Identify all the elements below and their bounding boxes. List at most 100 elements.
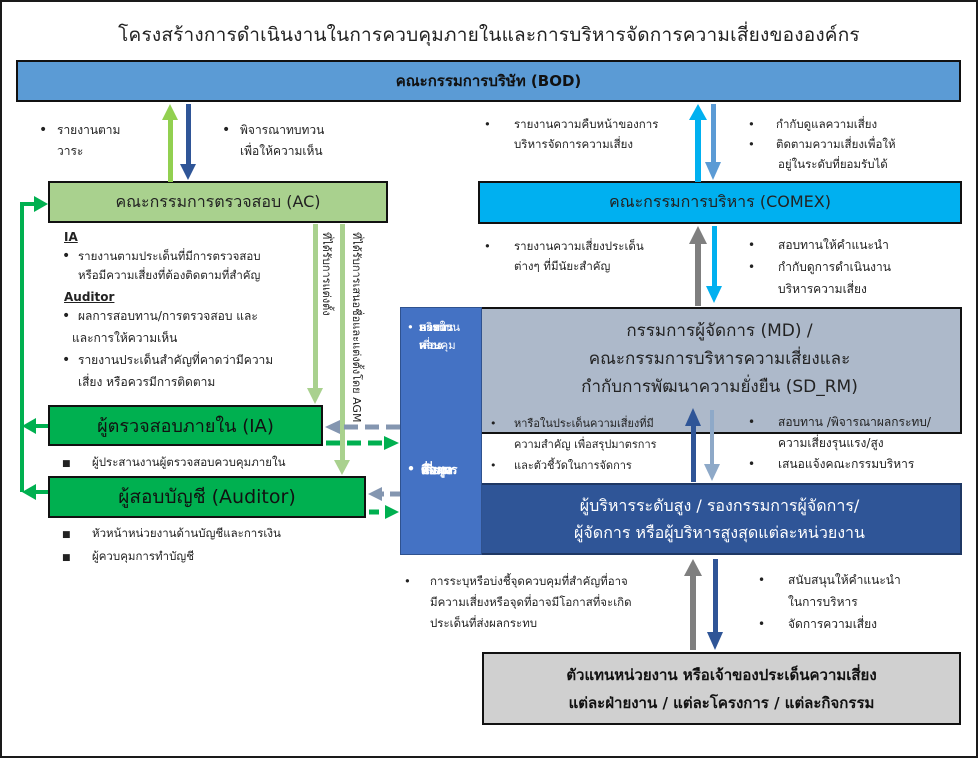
note-item: หัวหน้าหน่วยงานด้านบัญชีและการเงิน	[92, 526, 281, 540]
note-item: ติดตามความเสี่ยงเพื่อให้	[776, 137, 896, 151]
note-item: ประเด็นที่ส่งผลกระทบ	[430, 616, 538, 630]
diagram-title: โครงสร้างการดำเนินงานในการควบคุมภายในและ…	[118, 24, 860, 46]
arrow-ac-to-ia	[307, 224, 323, 404]
owner-line-1: ตัวแทนหน่วยงาน หรือเจ้าของประเด็นความเสี…	[566, 665, 877, 684]
note-item: รายงานประเด็นสำคัญที่คาดว่ามีความ	[58, 349, 273, 371]
auditor-box: ผู้สอบบัญชี (Auditor)	[48, 476, 366, 518]
auditor-header: Auditor	[64, 290, 115, 304]
bod-label: คณะกรรมการบริษัท (BOD)	[395, 72, 582, 90]
comex-box: คณะกรรมการบริหาร (COMEX)	[478, 181, 962, 224]
side-text: ข้อมูล	[421, 462, 453, 477]
note-item: และการให้ความเห็น	[72, 331, 178, 345]
note-item: สอบทาน /พิจารณาผลกระทบ/	[778, 415, 931, 429]
ia-header: IA	[64, 230, 78, 244]
md-box: กรรมการผู้จัดการ (MD) / คณะกรรมการบริหาร…	[477, 307, 962, 434]
ia-appointed-label: ที่ได้รับการแต่งตั้ง	[320, 232, 333, 316]
note-item: วาระ	[57, 144, 84, 158]
arrow-side-to-ia	[325, 420, 400, 434]
ac-box: คณะกรรมการตรวจสอบ (AC)	[48, 181, 388, 223]
md-line-2: คณะกรรมการบริหารความเสี่ยงและ	[588, 349, 851, 369]
arrow-bod-to-ac	[180, 104, 196, 180]
note-item: กำกับดูแลความเสี่ยง	[776, 117, 878, 131]
side-text: เสี่ยง	[421, 462, 447, 477]
ia-box: ผู้ตรวจสอบภายใน (IA)	[48, 405, 323, 446]
arrow-owner-to-senior	[684, 559, 702, 650]
ac-auditor-notes: Auditor ผลการสอบทาน/การตรวจสอบ และ และกา…	[62, 289, 273, 393]
side-panel: • สอบทาน กระบวน การควบคุม ภายในและ บริหา…	[400, 307, 482, 555]
side-text: ความเสี่ยง	[419, 320, 448, 352]
note-item: ผู้ประสานงานผู้ตรวจสอบควบคุมภายใน	[92, 455, 286, 469]
note-item: บริหารจัดการความเสี่ยง	[514, 137, 633, 151]
senior-line-2: ผู้จัดการ หรือผู้บริหารสูงสุดแต่ละหน่วยง…	[574, 523, 865, 542]
side-text: ภายในและ	[419, 320, 454, 352]
arrow-comex-to-md	[706, 226, 722, 303]
side-text: บริหาร	[419, 320, 453, 334]
arrow-senior-to-owner	[707, 559, 723, 650]
arrow-side-to-auditor	[368, 487, 400, 501]
comex-md-down-note: •สอบทานให้คำแนะนำ •กำกับดูการดำเนินงาน บ…	[748, 234, 891, 300]
side-text: กระบวน	[419, 320, 460, 334]
arrow-ac-to-auditor	[334, 224, 350, 475]
side-text: สอบทาน	[419, 320, 441, 352]
auditor-appointed-label: ที่ได้รับการเสนอชื่อและแต่งตั้งโดย AGM	[350, 232, 363, 423]
note-item: เพื่อให้ความเห็น	[240, 144, 323, 158]
comex-label: คณะกรรมการบริหาร (COMEX)	[609, 192, 831, 211]
note-item: หารือในประเด็นความเสี่ยงที่มี	[514, 417, 654, 430]
arrow-auditor-to-side	[369, 505, 399, 519]
arrow-md-to-comex	[689, 226, 707, 306]
arrow-ac-to-bod	[162, 104, 178, 182]
senior-owner-up-note: •การระบุหรือบ่งชี้จุดควบคุมที่สำคัญที่อา…	[404, 571, 632, 634]
note-item: ผลการสอบทาน/การตรวจสอบ และ	[58, 305, 273, 327]
note-item: กำกับดูการดำเนินงาน	[778, 260, 891, 274]
note-item: และตัวชี้วัดในการจัดการ	[514, 459, 632, 472]
md-line-1: กรรมการผู้จัดการ (MD) /	[626, 321, 813, 341]
ac-label: คณะกรรมการตรวจสอบ (AC)	[115, 191, 321, 211]
note-item: รายงานตามประเด็นที่มีการตรวจสอบ	[58, 247, 261, 266]
md-senior-down-note: •สอบทาน /พิจารณาผลกระทบ/ ความเสี่ยงรุนแร…	[748, 415, 931, 471]
note-item: สนับสนุนให้คำแนะนำ	[788, 573, 901, 587]
note-item: บริหารความเสี่ยง	[778, 282, 867, 296]
note-item: ต่างๆ ที่มีนัยะสำคัญ	[514, 259, 611, 273]
md-senior-up-note: •หารือในประเด็นความเสี่ยงที่มี ความสำคัญ…	[490, 417, 657, 472]
note-item: สอบทานให้คำแนะนำ	[778, 238, 889, 252]
ia-note: ■ผู้ประสานงานผู้ตรวจสอบควบคุมภายใน	[62, 455, 286, 469]
bod-comex-up-note: • รายงานความคืบหน้าของการ บริหารจัดการคว…	[484, 114, 658, 154]
arrow-senior-to-md	[685, 408, 701, 482]
note-item: พิจารณาทบทวน	[218, 120, 324, 141]
senior-owner-down-note: •สนับสนุนให้คำแนะนำ ในการบริหาร •จัดการค…	[758, 573, 901, 631]
note-item: ในการบริหาร	[788, 595, 858, 609]
senior-management-box: ผู้บริหารระดับสูง / รองกรรมการผู้จัดการ/…	[477, 483, 962, 555]
note-item: รายงานตาม	[35, 120, 120, 141]
bod-box: คณะกรรมการบริษัท (BOD)	[16, 60, 961, 102]
note-item: อยู่ในระดับที่ยอมรับได้	[778, 157, 888, 171]
ac-ia-notes: IA รายงานตามประเด็นที่มีการตรวจสอบ หรือม…	[62, 228, 261, 285]
ia-label: ผู้ตรวจสอบภายใน (IA)	[97, 416, 274, 437]
note-item: ความเสี่ยงรุนแรง/สูง	[778, 436, 884, 450]
arrow-bod-to-comex	[705, 104, 721, 180]
side-text: ความ	[421, 462, 452, 477]
auditor-notes: ■หัวหน้าหน่วยงานด้านบัญชีและการเงิน ■ผู้…	[62, 526, 281, 563]
md-line-3: กำกับการพัฒนาความยั่งยืน (SD_RM)	[581, 377, 858, 397]
bod-comex-down-note: •กำกับดูแลความเสี่ยง •ติดตามความเสี่ยงเพ…	[748, 114, 896, 174]
side-text: การควบคุม	[419, 320, 456, 352]
note-item: เสนอแจ้งคณะกรรมบริหาร	[778, 457, 915, 471]
arrow-comex-to-bod	[689, 104, 707, 182]
note-item: รายงานความคืบหน้าของการ	[514, 117, 659, 131]
arrow-md-to-senior	[704, 410, 720, 481]
bod-ac-up-note: รายงานตาม วาระ	[35, 120, 120, 162]
bod-ac-down-note: พิจารณาทบทวน เพื่อให้ความเห็น	[218, 120, 324, 162]
arrow-loop-ia-auditor-to-ac	[20, 196, 48, 500]
risk-owner-box: ตัวแทนหน่วยงาน หรือเจ้าของประเด็นความเสี…	[482, 652, 961, 725]
note-item: ความสำคัญ เพื่อสรุปมาตรการ	[514, 438, 657, 451]
note-item: รายงานความเสี่ยงประเด็น	[514, 239, 644, 253]
note-item: หรือมีความเสี่ยงที่ต้องติดตามที่สำคัญ	[78, 268, 261, 282]
senior-line-1: ผู้บริหารระดับสูง / รองกรรมการผู้จัดการ/	[579, 496, 860, 515]
comex-md-up-note: • รายงานความเสี่ยงประเด็น ต่างๆ ที่มีนัย…	[484, 236, 644, 276]
note-item: จัดการความเสี่ยง	[788, 617, 878, 631]
owner-line-2: แต่ละฝ่ายงาน / แต่ละโครงการ / แต่ละกิจกร…	[568, 693, 875, 712]
note-item: มีความเสี่ยงหรือจุดที่อาจมีโอกาสที่จะเกิ…	[430, 595, 632, 609]
note-item: ผู้ควบคุมการทำบัญชี	[92, 549, 195, 563]
note-item: เสี่ยง หรือควรมีการติดตาม	[78, 375, 216, 389]
